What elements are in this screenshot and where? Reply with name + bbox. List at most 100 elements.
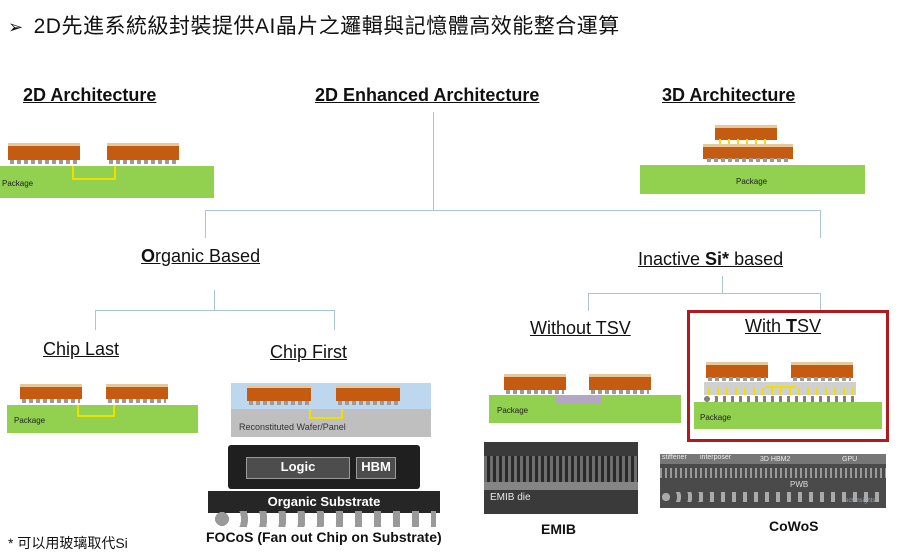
connector-line [588,293,589,311]
inactive-si: Si* [705,249,730,269]
connector-line [95,310,335,311]
package-label: Package [736,177,768,186]
package-label: Package [497,406,529,415]
emib-layer [484,482,638,490]
micro-bumps [707,158,791,162]
caption-cowos: CoWoS [769,518,819,534]
leaf-chip-last: Chip Last [43,339,120,359]
pwb-label: PWB [790,480,809,489]
branch-organic-based: Organic Based [141,246,260,267]
caption-focos: FOCoS (Fan out Chip on Substrate) [206,529,442,545]
micro-bumps [22,399,80,403]
bottom-die [703,144,793,159]
header-2d-architecture: 2D Architecture [23,85,157,105]
c4-bumps [704,396,856,402]
diagram-3d-architecture: Package [640,122,865,196]
organic-substrate [208,491,440,513]
connector-line [95,310,96,330]
connector-line [433,112,434,210]
diagram-with-tsv: Package [694,362,882,430]
tsv-pillars [719,139,773,145]
top-die [715,125,777,140]
chip-die [107,143,179,160]
chip-die [247,385,311,401]
micro-bumps [109,160,177,164]
inactive-pre: Inactive [638,249,706,269]
trace-route [72,166,116,180]
micro-bumps [249,401,309,405]
package-label: Package [14,416,46,425]
chip-die [504,374,566,390]
title-text: 2D先進系統級封裝提供AI晶片之邏輯與記憶體高效能整合運算 [33,15,620,38]
cowos-bump-row [660,468,886,478]
leaf-chip-first: Chip First [270,342,348,362]
diagram-chip-first: Reconstituted Wafer/Panel [231,383,431,438]
organic-rest: rganic Based [155,246,261,266]
with-pre: With [745,316,787,336]
micro-bumps [793,377,851,381]
trace-route [309,409,343,419]
micro-bumps [338,401,398,405]
package-substrate [640,165,865,194]
chip-die [20,384,82,399]
gpu-label: GPU [842,456,858,463]
connector-line [820,293,821,311]
chip-die [706,362,768,378]
leaf-without-tsv: Without TSV [530,318,631,338]
package-substrate [0,166,214,198]
diagram-chip-last: Package [7,380,198,434]
techinsights-watermark: TechInsights [842,498,876,504]
bullet-arrow-icon: ➢ [8,17,24,37]
cowos-ball-row [660,492,886,502]
trace-route [77,405,115,417]
connector-line [334,310,335,330]
chip-die [589,374,651,390]
logic-label: Logic [280,459,316,474]
connector-line [588,293,820,294]
header-3d-architecture: 3D Architecture [662,85,796,105]
micro-bumps [591,390,649,394]
micro-bumps [10,160,78,164]
footnote: * 可以用玻璃取代Si [8,535,128,551]
emib-bump-array [484,456,638,482]
connector-line [214,290,215,310]
logic-die [246,457,350,479]
organic-substrate-label: Organic Substrate [267,494,381,509]
caption-emib: EMIB [541,521,576,537]
package-label: Package [700,413,732,422]
highlight-box [687,310,889,442]
micro-bumps [506,390,564,394]
inactive-post: based [729,249,784,269]
header-2d-enhanced-architecture: 2D Enhanced Architecture [315,85,540,105]
reconstituted-label: Reconstituted Wafer/Panel [239,422,346,432]
emib-die-label: EMIB die [490,492,531,503]
reconstituted-wafer [231,409,431,437]
branch-inactive-si-based: Inactive Si* based [638,249,783,270]
stiffener-label: stiffener [662,454,687,461]
interposer-label: interposer [700,454,732,461]
emib-photo: EMIB die [484,442,638,514]
chip-die [106,384,168,399]
leaf-with-tsv: With TSV [745,316,821,337]
hbm2-label: 3D HBM2 [760,456,791,463]
with-t: T [786,316,798,336]
package-label: Package [2,179,34,188]
organic-initial: O [141,246,156,266]
hbm-die [356,457,396,479]
micro-bumps [108,399,166,403]
tsv-pillars [708,388,854,395]
micro-bumps [708,377,766,381]
solder-balls [214,511,436,527]
focos-illustration: Logic HBM Organic Substrate [208,445,440,527]
with-post: SV [797,316,822,336]
cowos-photo: stiffener interposer 3D HBM2 GPU PWB Tec… [660,454,886,508]
embedded-bridge [556,395,601,404]
diagram-without-tsv: Package [489,372,681,424]
chip-die [8,143,80,160]
package-substrate [7,405,198,433]
package-substrate [694,402,882,429]
cowos-top-layer [660,454,886,464]
connector-line [820,210,821,238]
chip-die [336,385,400,401]
connector-line [205,210,206,238]
